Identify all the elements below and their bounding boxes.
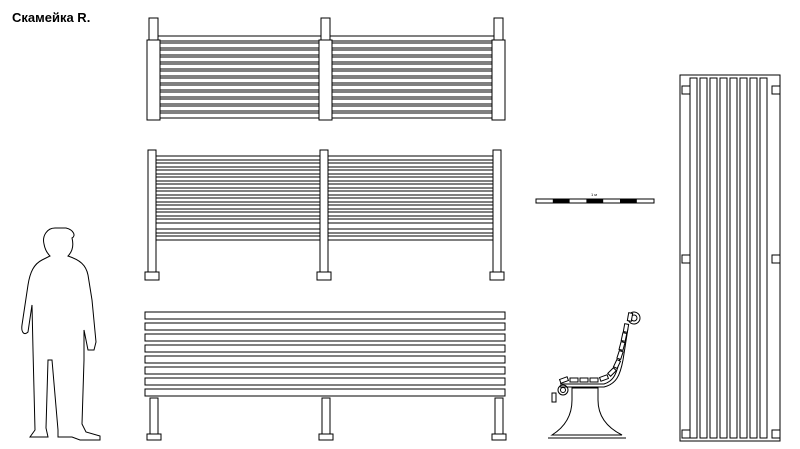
slat [144,366,506,375]
slat [551,392,557,403]
slat [618,341,626,351]
slat [729,77,738,439]
leg-post [321,397,331,435]
slat [719,77,728,439]
slat [689,77,698,439]
foot [318,433,334,441]
slat [144,388,506,397]
slat [569,377,579,383]
post-top [148,17,159,41]
slat [144,344,506,353]
drawing-title: Скамейка R. [12,10,91,25]
slat [144,311,506,320]
bench-side-profile [548,311,641,439]
leg-post [492,149,502,273]
leg-block [146,39,161,121]
slat [589,377,599,383]
slat [622,323,630,333]
slat [558,376,570,384]
slat [607,367,617,377]
leg-post [149,397,159,435]
bracket [771,85,781,95]
slat [739,77,748,439]
slat [144,322,506,331]
slat [626,312,634,322]
slat [144,355,506,364]
post-top [493,17,504,41]
foot [316,271,332,281]
slat [144,377,506,386]
scale-bar: 1 м [535,192,655,204]
slat [579,377,589,383]
slat [759,77,768,439]
foot [491,433,507,441]
bracket [681,85,691,95]
bracket [771,429,781,439]
bracket [681,254,691,264]
bench-rear-view [144,311,507,441]
slat [612,358,622,370]
leg-post [494,397,504,435]
slat [709,77,718,439]
post-top [320,17,331,41]
bench-front-view [144,149,505,281]
leg-post [319,149,329,273]
scale-bar-label: 1 м [591,192,597,197]
slat [616,349,624,361]
bracket [681,429,691,439]
scale-segment [620,199,637,203]
foot [146,433,162,441]
bench-top-view-vertical [679,74,781,442]
slat [699,77,708,439]
human-scale-figure [21,227,101,441]
frame [679,74,781,442]
slat [598,374,610,382]
foot [489,271,505,281]
slat [620,332,628,342]
slat [749,77,758,439]
leg-block [318,39,333,121]
leg-block [491,39,506,121]
bracket [771,254,781,264]
leg-post [147,149,157,273]
foot [144,271,160,281]
scale-segment [552,199,570,203]
bench-plan-view [146,17,506,121]
scale-segment [586,199,604,203]
slat [144,333,506,342]
